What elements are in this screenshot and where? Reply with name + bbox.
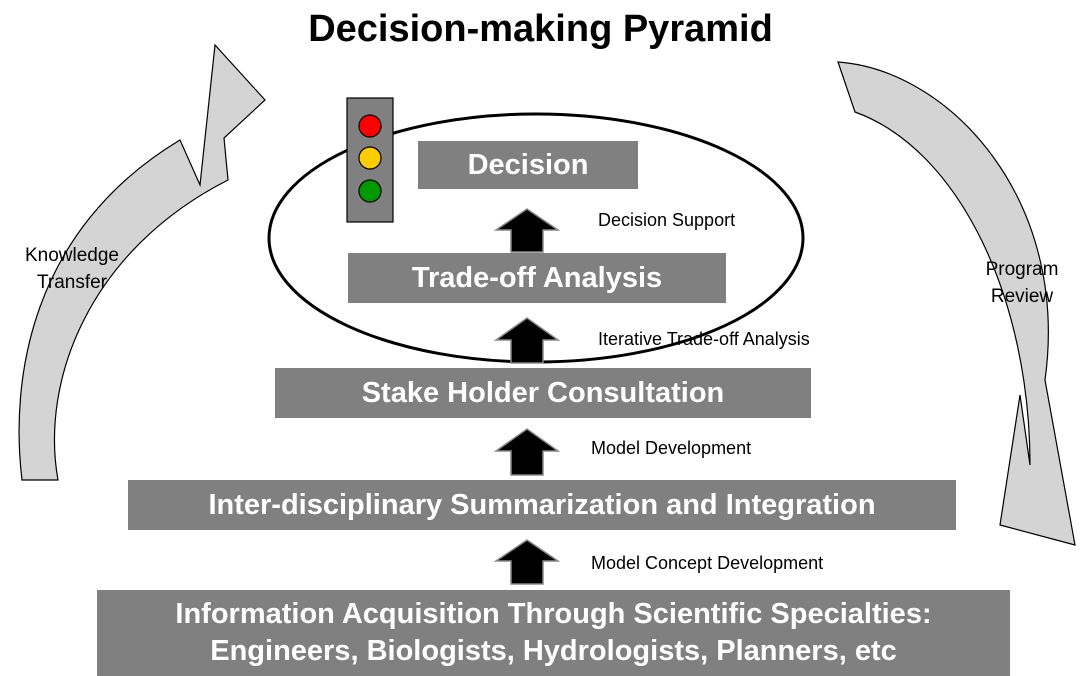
- arrow-up-icon-2: [493, 317, 561, 364]
- label-knowledge-transfer: Knowledge Transfer: [6, 242, 138, 296]
- label-model-concept-development: Model Concept Development: [591, 553, 824, 573]
- traffic-light-green-icon: [358, 179, 382, 203]
- tier-information-line2: Engineers, Biologists, Hydrologists, Pla…: [210, 635, 897, 667]
- tier-tradeoff-analysis: Trade-off Analysis: [348, 253, 726, 303]
- arrow-up-icon-4: [493, 539, 561, 585]
- tier-decision: Decision: [418, 141, 638, 189]
- traffic-light-yellow-icon: [358, 146, 382, 170]
- page-title: Decision-making Pyramid: [308, 8, 773, 50]
- knowledge-transfer-line1: Knowledge: [24, 245, 120, 266]
- tier-information-line1: Information Acquisition Through Scientif…: [175, 598, 932, 630]
- traffic-light-red-icon: [358, 114, 382, 138]
- label-model-development: Model Development: [591, 438, 752, 458]
- knowledge-transfer-curved-arrow: [18, 43, 266, 481]
- tier-information-acquisition: Information Acquisition Through Scientif…: [97, 590, 1010, 676]
- knowledge-transfer-line2: Transfer: [36, 272, 108, 293]
- arrow-up-icon-1: [493, 208, 561, 253]
- tier-interdisciplinary: Inter-disciplinary Summarization and Int…: [128, 480, 956, 530]
- arrow-up-icon-3: [493, 428, 561, 476]
- label-iterative-tradeoff: Iterative Trade-off Analysis: [598, 329, 810, 349]
- program-review-curved-arrow: [837, 61, 1076, 546]
- label-decision-support: Decision Support: [598, 210, 736, 230]
- tier-stakeholder-consultation: Stake Holder Consultation: [275, 368, 811, 418]
- program-review-line2: Review: [990, 286, 1054, 307]
- program-review-line1: Program: [985, 259, 1059, 280]
- label-program-review: Program Review: [972, 256, 1072, 310]
